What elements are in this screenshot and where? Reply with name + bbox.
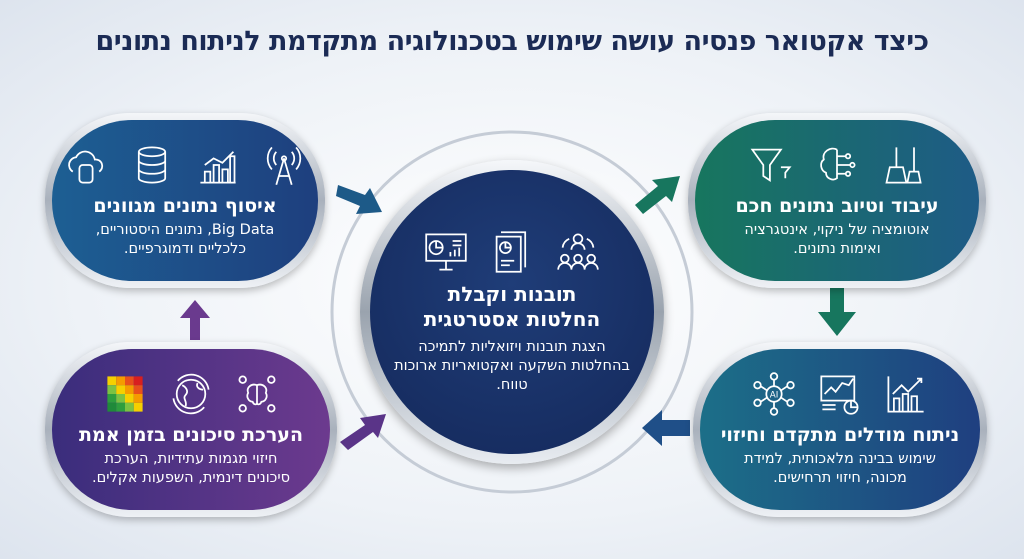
- center-description: הצגת תובנות ויזואליות לתמיכה בהחלטות השק…: [394, 338, 630, 393]
- arrow-to-center-left: [336, 185, 382, 214]
- dashboard-monitor-icon: [425, 233, 467, 270]
- ai-network-icon: AI: [753, 371, 795, 416]
- arrow-down: [818, 288, 856, 336]
- step-risk-assessment: הערכת סיכונים בזמן אמת חיזוי מגמות עתידי…: [45, 342, 337, 517]
- center-heading-line2: החלטות אסטרטגית: [423, 306, 601, 331]
- globe-icon: [172, 373, 210, 414]
- step-advanced-modeling: AI ניתוח מודלים מתקדם וחיזוי שימוש בבינה…: [693, 342, 987, 517]
- step-description: אוטומציה של ניקוי, אינטגרציה ואימות נתונ…: [744, 221, 930, 257]
- page-title: כיצד אקטואר פנסיה עושה שימוש בטכנולוגיה …: [95, 26, 929, 57]
- step-description: חיזוי מגמות עתידיות, הערכת סיכונים דינמי…: [91, 450, 290, 486]
- team-decision-icon: [557, 233, 599, 270]
- database-icon: [137, 146, 167, 183]
- step-data-collection: איסוף נתונים מגוונים Big Data, נתונים הי…: [45, 113, 325, 288]
- funnel-icon: [750, 148, 792, 182]
- step-description: Big Data, נתונים היסטוריים, כלכליים ודמו…: [95, 221, 275, 257]
- step-heading: עיבוד וטיוב נתונים חכם: [735, 194, 939, 217]
- step-description: שימוש בבינה מלאכותית, למידת מכונה, חיזוי…: [744, 450, 936, 486]
- risk-heatmap-icon: [107, 375, 143, 412]
- svg-text:AI: AI: [770, 390, 779, 400]
- cloud-database-icon: [68, 150, 104, 183]
- analytics-screen-icon: [820, 375, 859, 415]
- brain-network-icon: [238, 375, 276, 412]
- step-heading: הערכת סיכונים בזמן אמת: [79, 423, 303, 446]
- growth-chart-icon: [887, 375, 924, 412]
- step-data-processing: עיבוד וטיוב נתונים חכם אוטומציה של ניקוי…: [688, 113, 986, 288]
- antenna-icon: [266, 146, 302, 185]
- arrow-to-center-right: [642, 410, 690, 446]
- step-heading: איסוף נתונים מגוונים: [93, 194, 277, 217]
- arrow-to-center-bottom-left: [340, 414, 386, 450]
- report-document-icon: [495, 230, 527, 273]
- brain-circuit-icon: [820, 147, 856, 180]
- step-heading: ניתוח מודלים מתקדם וחיזוי: [720, 423, 960, 446]
- bar-chart-icon: [200, 150, 236, 183]
- arrow-up: [180, 300, 210, 340]
- center-heading-line1: תובנות וקבלת: [447, 281, 577, 306]
- brush-icon: [885, 146, 922, 183]
- arrow-to-right-top: [635, 176, 680, 214]
